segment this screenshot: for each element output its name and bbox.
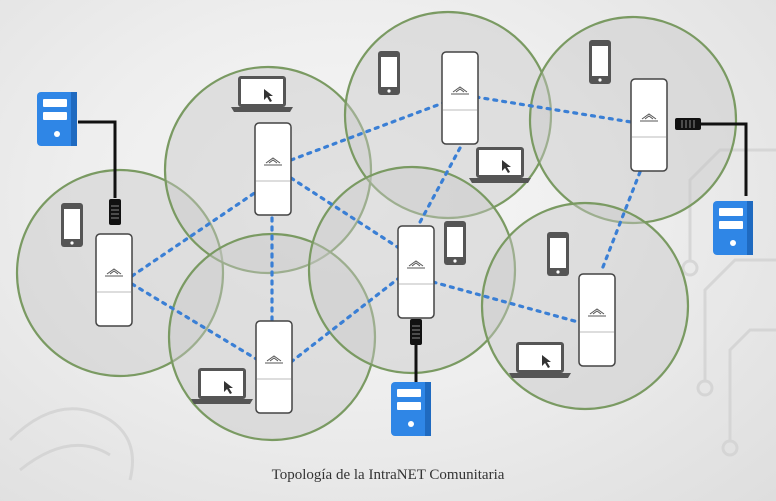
cable [78, 120, 117, 198]
access-point-icon [630, 78, 668, 172]
phone-icon [547, 232, 569, 276]
coverage-cells [15, 10, 738, 442]
ethernet-connector-icon [409, 318, 423, 346]
wireless-link [289, 176, 401, 250]
access-point-icon [95, 233, 133, 327]
access-point-icon [254, 122, 292, 216]
laptop-icon [231, 76, 293, 112]
access-point-icon [255, 320, 293, 414]
laptop-icon [469, 147, 531, 183]
diagram-caption: Topología de la IntraNET Comunitaria [271, 467, 505, 483]
server-icon [391, 382, 431, 436]
phone-icon [61, 203, 83, 247]
wireless-link [431, 280, 580, 324]
access-point-icon [397, 225, 435, 319]
wireless-link [130, 190, 258, 278]
wireless-link [599, 170, 642, 274]
wireless-link [289, 101, 445, 162]
phone-icon [378, 51, 400, 95]
wireless-links [130, 95, 642, 364]
ethernet-connector-icon [108, 198, 122, 226]
phone-icon [589, 40, 611, 84]
wireless-link [417, 146, 462, 226]
laptop-icon [191, 368, 253, 404]
server-icon [713, 201, 753, 255]
access-point-icon [441, 51, 479, 145]
server-icon [37, 92, 77, 146]
ethernet-connector-icon [674, 117, 702, 131]
background-circuit-decoration [8, 148, 776, 481]
wireless-link [474, 95, 633, 124]
access-point-icon [578, 273, 616, 367]
laptop-icon [509, 342, 571, 378]
wireless-link [130, 282, 260, 362]
phone-icon [444, 221, 466, 265]
